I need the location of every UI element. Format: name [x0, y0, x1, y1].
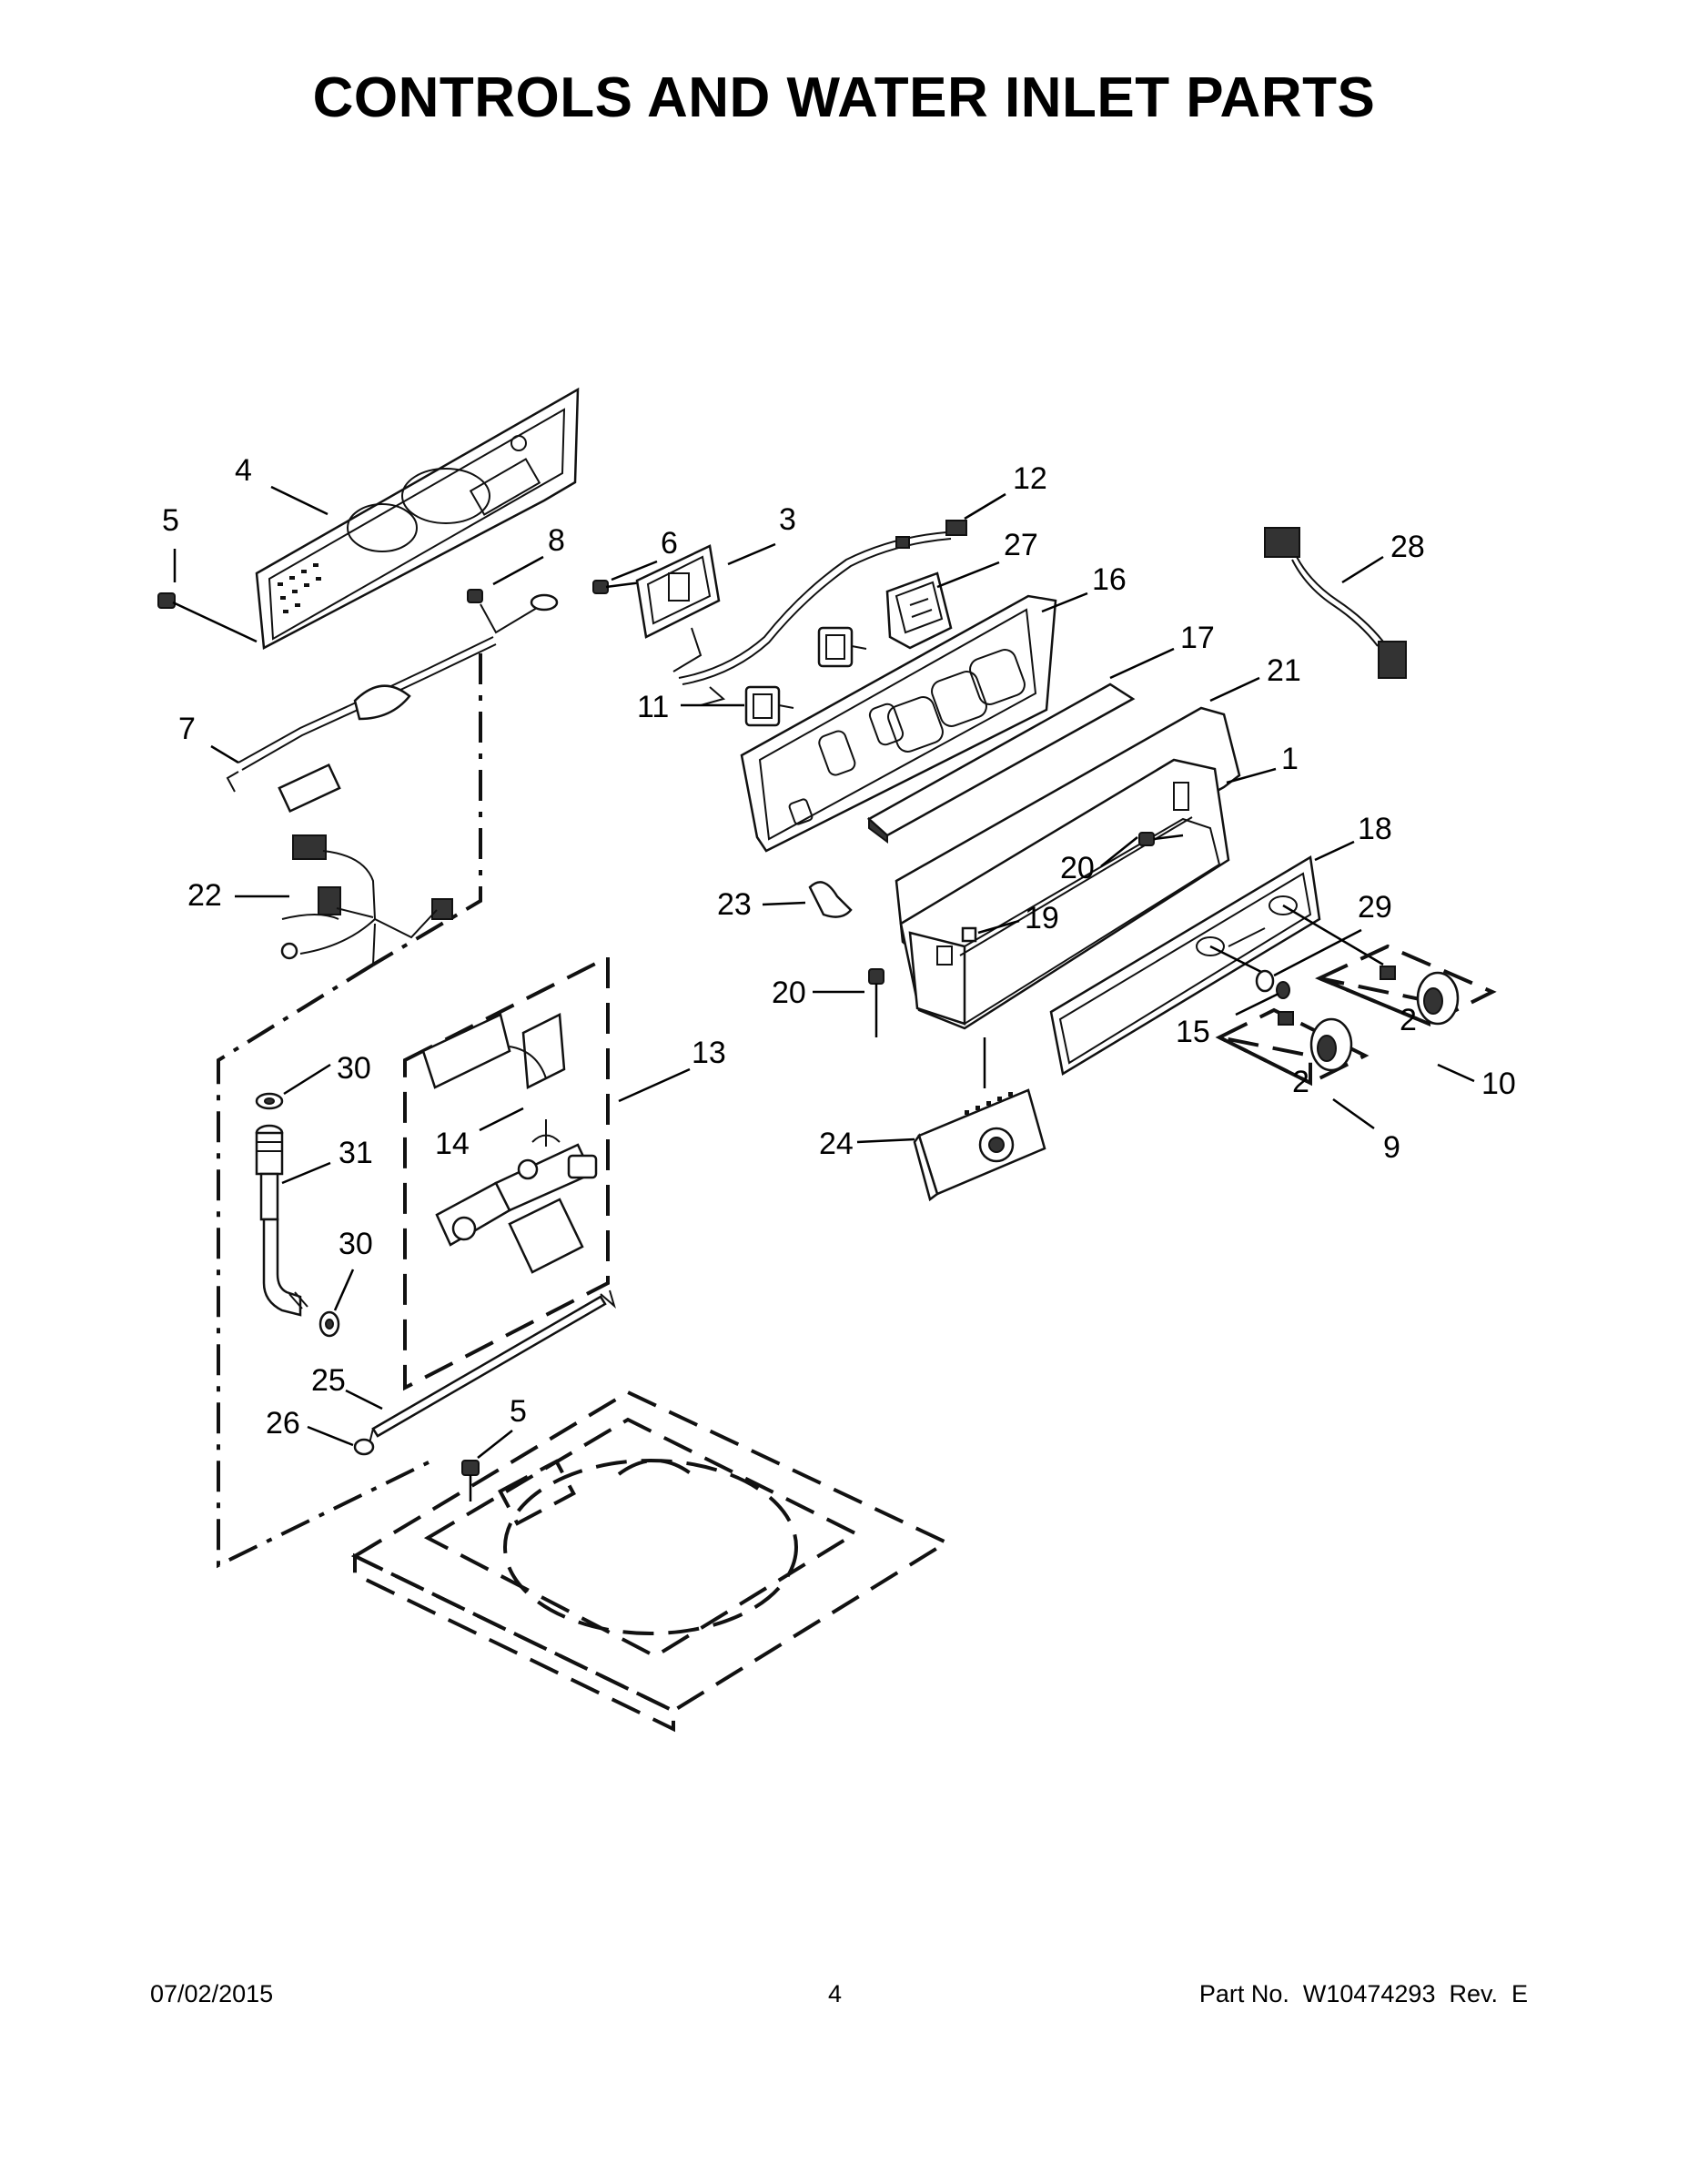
part-11-switches — [744, 626, 867, 727]
part-30-washer-lower — [318, 1310, 340, 1338]
callout-28: 28 — [1390, 530, 1425, 564]
callout-4: 4 — [235, 453, 252, 488]
part-14-water-valve — [421, 1013, 598, 1274]
part-13-valve-box — [403, 954, 610, 1391]
part-3-control-board — [635, 544, 721, 672]
part-6-screw — [592, 580, 642, 594]
footer-date: 07/02/2015 — [150, 1980, 274, 2007]
callout-14: 14 — [435, 1127, 470, 1161]
routing-line-8 — [371, 653, 482, 966]
routing-line-hose — [217, 963, 433, 1569]
callout-8: 8 — [548, 523, 565, 558]
part-20-screw-upper — [1138, 832, 1184, 846]
callout-19: 19 — [1025, 901, 1059, 935]
part-9-knob-assembly — [1215, 1007, 1370, 1087]
part-10-knob-assembly — [1315, 944, 1497, 1026]
part-5-screw-lower — [461, 1460, 480, 1502]
callout-labels: 4 5 8 6 3 12 27 28 16 17 21 7 11 1 22 20… — [162, 453, 1516, 1441]
part-7-wire-harness — [226, 636, 497, 814]
part-24-control — [913, 1037, 1046, 1202]
callout-13: 13 — [692, 1036, 726, 1070]
callout-9: 9 — [1383, 1130, 1400, 1165]
callout-20-lower: 20 — [772, 976, 806, 1010]
callout-21: 21 — [1267, 653, 1301, 688]
part-22-harness — [280, 834, 453, 966]
callout-31: 31 — [339, 1136, 373, 1170]
part-16-console — [740, 594, 1057, 853]
callout-2-lower: 2 — [1292, 1065, 1309, 1099]
callout-17: 17 — [1180, 621, 1215, 655]
part-17-trim — [866, 682, 1136, 844]
part-30-washer-upper — [255, 1092, 284, 1110]
part-5-screw — [157, 592, 258, 643]
part-27-relay — [885, 571, 953, 650]
part-29-washer — [1255, 969, 1275, 993]
part-12-harness — [678, 520, 967, 706]
callout-22: 22 — [187, 878, 222, 913]
part-26-clamp — [353, 1438, 375, 1456]
part-1-console-housing — [899, 758, 1230, 1030]
callout-1: 1 — [1281, 742, 1299, 776]
callout-18: 18 — [1358, 812, 1392, 846]
callout-16: 16 — [1092, 562, 1127, 597]
page-title: CONTROLS AND WATER INLET PARTS — [312, 66, 1376, 129]
part-19-clip — [961, 926, 977, 943]
part-18-overlay — [1049, 854, 1321, 1076]
part-8-ground-screw — [467, 589, 559, 634]
callout-3: 3 — [779, 502, 796, 537]
callout-23: 23 — [717, 887, 752, 922]
callout-24: 24 — [819, 1127, 854, 1161]
callout-5-upper: 5 — [162, 503, 179, 538]
callout-30-lower: 30 — [339, 1227, 373, 1261]
callout-15: 15 — [1176, 1015, 1210, 1049]
callout-25: 25 — [311, 1363, 346, 1398]
callout-30-upper: 30 — [337, 1051, 371, 1086]
part-4-rear-panel — [255, 387, 580, 650]
callout-10: 10 — [1481, 1067, 1516, 1101]
part-23-bracket — [808, 881, 853, 918]
callout-2-upper: 2 — [1400, 1003, 1417, 1037]
part-15-spring — [1276, 981, 1290, 999]
footer-part-number: Part No. W10474293 Rev. E — [1198, 1980, 1528, 2007]
part-28-harness — [1264, 527, 1407, 679]
callout-11: 11 — [637, 690, 669, 724]
callout-7: 7 — [178, 712, 196, 746]
leader-18-axis — [1209, 945, 1266, 976]
callout-26: 26 — [266, 1406, 300, 1441]
callout-20-upper: 20 — [1060, 851, 1095, 885]
leader-lines — [173, 485, 1475, 1459]
footer-page-number: 4 — [828, 1980, 843, 2007]
callout-29: 29 — [1358, 890, 1392, 925]
part-20-screw-lower — [868, 968, 884, 1037]
part-31-fill-hose — [255, 1124, 308, 1317]
callout-27: 27 — [1004, 528, 1038, 562]
cabinet-top-dashed — [350, 1390, 951, 1733]
callout-12: 12 — [1013, 461, 1047, 496]
callout-6: 6 — [661, 526, 678, 561]
callout-5-lower: 5 — [510, 1394, 527, 1429]
